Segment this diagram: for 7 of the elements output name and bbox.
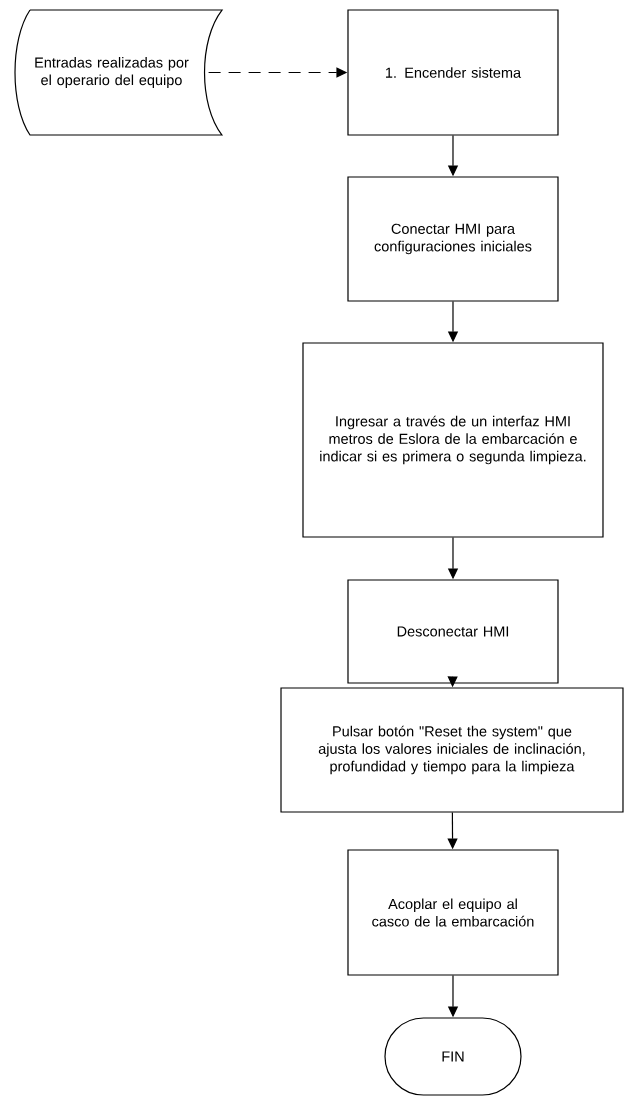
- process-box: 1. Encender sistema: [347, 9, 559, 136]
- process-box: Pulsar botón "Reset the system" que ajusta los valores iniciales de inclinación, profundidad y tiempo para la limpieza: [280, 687, 624, 813]
- process-box: Desconectar HMI: [347, 579, 559, 684]
- process-box: Conectar HMI para configuraciones iniciales: [347, 176, 559, 302]
- input-shape: Entradas realizadas por el operario del equipo: [14, 9, 223, 136]
- process-box: Ingresar a través de un interfaz HMI metros de Eslora de la embarcación e indicar si es primera o segunda limpieza.: [302, 342, 604, 538]
- process-box: Acoplar el equipo al casco de la embarcación: [347, 849, 559, 976]
